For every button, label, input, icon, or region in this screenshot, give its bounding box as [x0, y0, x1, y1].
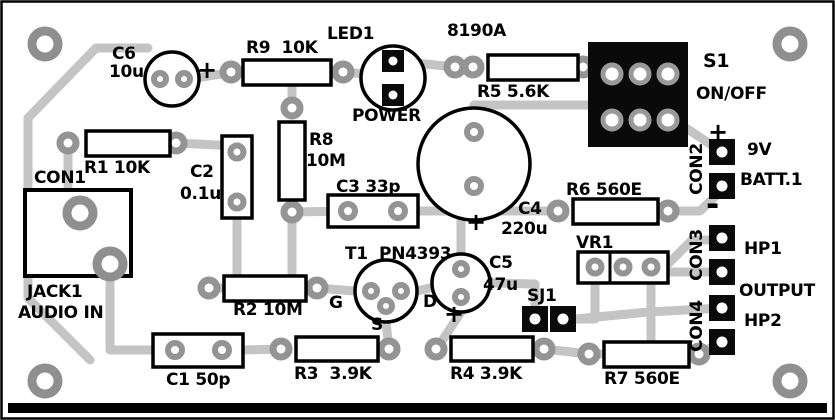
resistor-r8	[277, 120, 307, 202]
resistor-r4	[449, 335, 535, 363]
resistor-r1	[84, 129, 172, 158]
capacitor-c6	[143, 50, 201, 108]
pad	[56, 131, 80, 155]
connector-con3-hp1	[709, 225, 735, 285]
pad	[443, 55, 467, 79]
transistor-t1	[353, 258, 419, 324]
pad	[687, 342, 711, 366]
trace	[23, 43, 153, 365]
board-edge-bottom	[8, 403, 827, 413]
jumper-sj1	[522, 306, 576, 332]
resistor-r2	[222, 274, 308, 303]
pad	[532, 337, 556, 361]
pad	[546, 199, 570, 223]
pad	[280, 96, 304, 120]
pad	[269, 337, 293, 361]
switch-s1	[588, 42, 688, 147]
preset-vr1	[576, 250, 670, 285]
jack1-audio-connector	[23, 188, 133, 282]
capacitor-c1	[151, 332, 245, 369]
mounting-holes	[27, 26, 808, 399]
pad	[577, 342, 601, 366]
pad	[197, 276, 221, 300]
pad	[656, 199, 680, 223]
pad	[461, 55, 485, 79]
connector-con2-battery	[709, 139, 735, 199]
capacitor-c2	[220, 134, 254, 220]
trace	[487, 278, 540, 312]
resistor-r6	[571, 197, 660, 226]
pad	[305, 276, 329, 300]
capacitor-c5	[430, 252, 492, 314]
capacitor-c4	[416, 106, 532, 222]
pad	[424, 337, 448, 361]
components	[23, 42, 735, 369]
capacitor-c3	[326, 193, 420, 229]
resistor-r3	[294, 335, 380, 363]
resistor-r9	[241, 58, 333, 87]
pad	[331, 60, 355, 84]
resistor-r5	[486, 53, 580, 82]
connector-con4-hp2	[709, 295, 735, 355]
resistor-r7	[602, 340, 691, 369]
solder-pads	[56, 55, 711, 366]
pad	[377, 337, 401, 361]
pad	[280, 200, 304, 224]
led1-power-indicator	[359, 44, 427, 112]
trace	[571, 303, 727, 324]
pad	[219, 60, 243, 84]
